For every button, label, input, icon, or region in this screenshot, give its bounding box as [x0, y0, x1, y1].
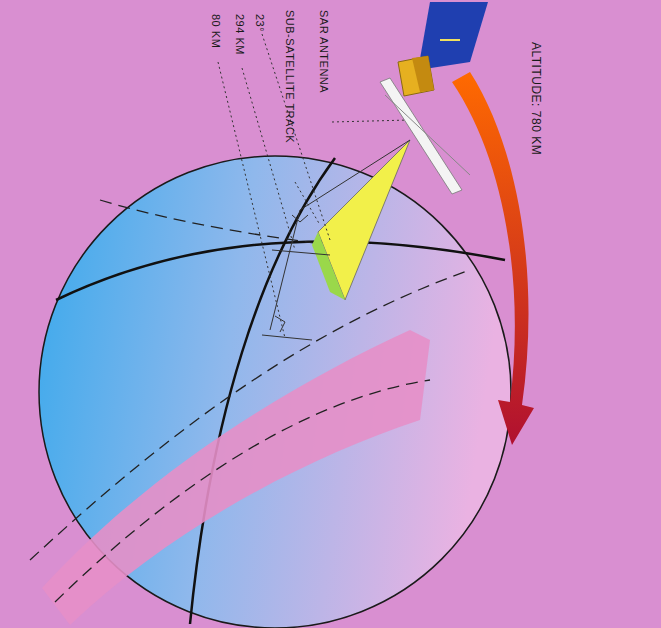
dimension-line — [262, 335, 312, 340]
leader-line — [332, 120, 410, 122]
orbit-arrow — [452, 72, 534, 445]
right-angle-mark — [275, 316, 285, 332]
dashed-track — [55, 380, 430, 602]
leader-line — [295, 182, 320, 225]
antenna-edge — [385, 95, 470, 175]
altitude-label: ALTITUDE: 780 KM — [529, 42, 542, 155]
earth-globe — [39, 156, 511, 628]
dimension-label: 80 KM — [209, 14, 222, 48]
swath-band — [42, 330, 430, 625]
angle-label: 23° — [253, 14, 266, 32]
geometry-line — [270, 140, 410, 330]
panel-boom — [440, 39, 460, 41]
dimension-line — [272, 250, 330, 255]
dashed-track — [30, 270, 470, 560]
satellite-bus-side — [412, 56, 434, 92]
part-label: SAR ANTENNA — [317, 10, 330, 93]
satellite-bus — [398, 56, 434, 96]
sar-antenna-plate — [380, 78, 462, 194]
right-angle-mark — [292, 215, 308, 222]
part-label: SUB-SATELLITE TRACK — [283, 10, 296, 143]
latitude-line — [56, 241, 505, 300]
dimension-label: 294 KM — [233, 14, 246, 55]
leader-line — [218, 62, 285, 338]
beam-footprint — [312, 232, 345, 300]
